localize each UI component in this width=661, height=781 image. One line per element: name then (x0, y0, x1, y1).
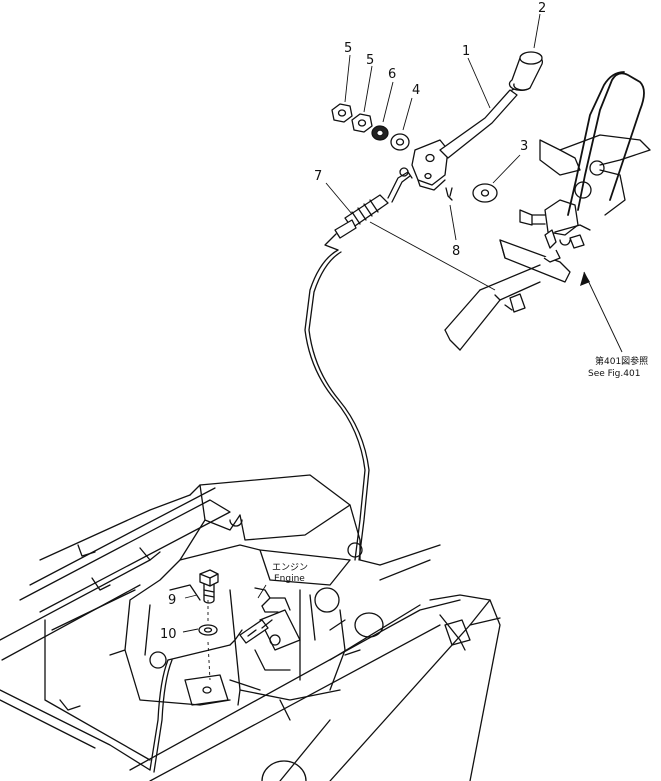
washer-3 (472, 183, 498, 203)
cable-end-fitting (324, 167, 413, 251)
callout-9: 9 (168, 593, 176, 608)
callout-1: 1 (462, 44, 470, 59)
lever-bracket-assembly (444, 71, 651, 351)
lock-washer-6 (371, 125, 389, 141)
callout-3: 3 (520, 139, 528, 154)
callout-6: 6 (388, 67, 396, 82)
callout-4: 4 (412, 83, 420, 98)
see-fig-label-en: See Fig.401 (588, 369, 640, 379)
nut-5b (351, 113, 373, 133)
engine-cable-end (229, 587, 291, 646)
leader-lines (182, 13, 623, 633)
pin-8 (445, 187, 453, 201)
lever-1 (411, 85, 521, 191)
mount-plate (184, 600, 229, 706)
callout-8: 8 (452, 244, 460, 259)
callout-5a: 5 (344, 41, 352, 56)
engine-label-en: Engine (274, 574, 305, 584)
washer-4 (390, 133, 410, 151)
throttle-cable (149, 249, 370, 773)
see-fig-label-jp: 第401図参照 (595, 355, 648, 367)
machine-frame (0, 487, 501, 781)
nut-5a (331, 103, 353, 123)
washer-10 (198, 624, 218, 681)
callout-10: 10 (160, 627, 177, 642)
callout-2: 2 (538, 1, 546, 16)
engine-block (109, 474, 381, 721)
callout-7: 7 (314, 169, 322, 184)
knob-2 (508, 51, 544, 92)
engine-label-jp: エンジン (272, 563, 308, 573)
bolt-9 (199, 569, 219, 604)
callout-5b: 5 (366, 53, 374, 68)
